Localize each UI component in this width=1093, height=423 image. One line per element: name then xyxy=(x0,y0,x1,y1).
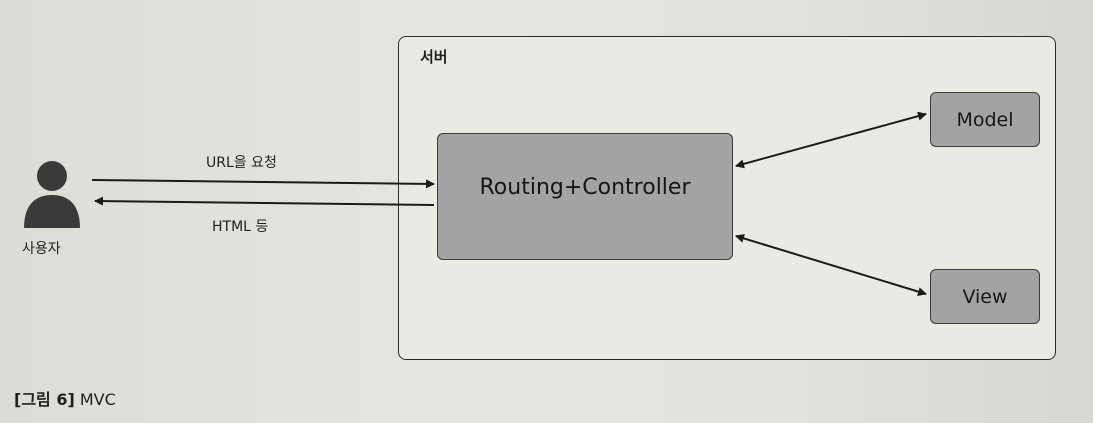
view-node: View xyxy=(930,269,1040,324)
figure-caption: [그림 6] MVC xyxy=(14,386,116,410)
request-arrow xyxy=(91,179,435,189)
controller-model-arrow xyxy=(735,111,927,169)
caption-figure-number: [그림 6] xyxy=(14,390,75,409)
controller-view-arrow xyxy=(735,234,927,296)
controller-label: Routing+Controller xyxy=(479,175,691,200)
response-arrow xyxy=(94,196,435,206)
user-label: 사용자 xyxy=(22,241,61,257)
user-head-shape xyxy=(37,161,67,191)
request-label: URL을 요청 xyxy=(206,155,277,171)
server-label: 서버 xyxy=(420,48,448,66)
user-icon xyxy=(20,158,84,230)
user-body-shape xyxy=(24,195,80,228)
model-label: Model xyxy=(956,108,1014,131)
view-label: View xyxy=(962,285,1008,308)
controller-node: Routing+Controller xyxy=(437,133,733,260)
caption-title: MVC xyxy=(79,390,116,409)
response-label: HTML 등 xyxy=(212,219,269,235)
model-node: Model xyxy=(930,92,1040,147)
